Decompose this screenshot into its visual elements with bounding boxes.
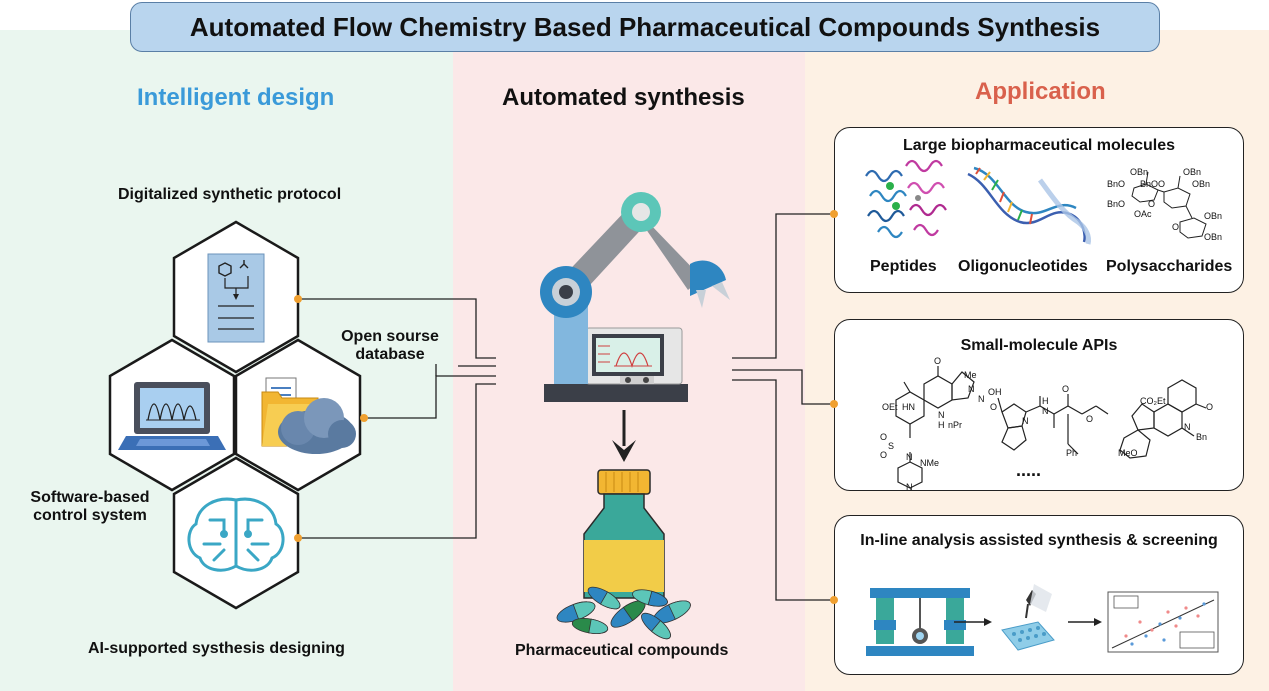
section-heading-design: Intelligent design [137, 84, 335, 111]
peptide-structure [865, 159, 947, 239]
api2-label: H [1042, 396, 1049, 406]
api3-label: O [1206, 402, 1214, 412]
pill-capsules [556, 586, 691, 640]
sugar-label: OBn [1204, 211, 1223, 221]
database-label-line1: Open sourse [341, 328, 439, 345]
small-molecule-3 [1119, 379, 1207, 459]
diagram-title-text: Automated Flow Chemistry Based Pharmaceu… [189, 11, 1101, 42]
sugar-label: BnO [1140, 179, 1159, 189]
software-label-line1: Software-based [30, 489, 150, 506]
document-icon [207, 253, 265, 343]
api2-label: OH [988, 387, 1002, 397]
bottle-icon [583, 469, 665, 599]
api2-label: N [1042, 406, 1049, 416]
small-molecule-2 [997, 394, 1109, 455]
connector-dots-left [294, 295, 368, 542]
brain-circuit-icon [187, 497, 285, 572]
api1-label: N [906, 482, 913, 492]
arrow-to-plot [1068, 618, 1102, 626]
section-heading-synthesis: Automated synthesis [502, 84, 745, 111]
api3-label: CO₂Et [1140, 396, 1166, 406]
api1-label: NMe [920, 458, 940, 468]
well-plate-icon [1001, 584, 1055, 651]
down-arrow [612, 410, 636, 462]
api2-label: O [1086, 414, 1094, 424]
small-molecules-title: Small-molecule APIs [960, 337, 1118, 354]
api1-label: nPr [948, 420, 963, 430]
scatter-plot-icon [1107, 591, 1219, 653]
product-label: Pharmaceutical compounds [515, 642, 729, 659]
api1-label: H [938, 420, 945, 430]
sugar-label: OBn [1183, 167, 1202, 177]
robot-arm [540, 192, 730, 402]
api3-label: MeO [1118, 448, 1138, 458]
folder-cloud-icon [261, 377, 356, 454]
application-connectors [732, 213, 834, 601]
protocol-label: Digitalized synthetic protocol [118, 186, 342, 203]
database-label: Open sourse database [335, 328, 445, 364]
design-connectors [298, 298, 496, 539]
polysaccharides-label: Polysaccharides [1106, 258, 1233, 275]
peptides-label: Peptides [870, 258, 937, 275]
api1-label: N [978, 394, 985, 404]
api2-label: Ph [1066, 448, 1078, 458]
api1-label: OEt [882, 402, 898, 412]
laptop-icon [118, 382, 226, 450]
ai-label: AI-supported systhesis designing [88, 640, 345, 657]
small-molecule-1 [895, 366, 975, 489]
large-molecules-title: Large biopharmaceutical molecules [902, 137, 1176, 154]
sugar-label: O [1148, 199, 1156, 209]
more-molecules-ellipsis: ..... [1016, 460, 1042, 480]
api1-label: O [880, 432, 888, 442]
sugar-label: BnO [1107, 199, 1126, 209]
api1-label: N [906, 452, 913, 462]
flow-reactor-icon [866, 588, 974, 656]
inline-analysis-title: In-line analysis assisted synthesis & sc… [860, 532, 1218, 549]
large-molecules-box: Large biopharmaceutical molecules Peptid… [834, 127, 1244, 293]
sugar-label: O [1158, 179, 1166, 189]
dna-structure [967, 166, 1091, 245]
sugar-label: BnO [1107, 179, 1126, 189]
api1-label: S [888, 441, 895, 451]
section-heading-application: Application [975, 78, 1106, 105]
small-molecules-box: Small-molecule APIs ..... [834, 319, 1244, 491]
polysaccharide-structure [1131, 171, 1207, 239]
arrow-to-plate [954, 618, 992, 626]
sugar-label: OBn [1204, 232, 1223, 242]
api1-label: Me [964, 370, 977, 380]
sugar-label: OBn [1130, 167, 1149, 177]
sugar-label: O [1172, 222, 1180, 232]
api1-label: N [938, 410, 945, 420]
software-label: Software-based control system [20, 489, 160, 525]
sugar-label: OBn [1192, 179, 1211, 189]
sugar-label: OAc [1134, 209, 1152, 219]
api1-label: HN [902, 402, 915, 412]
api2-label: O [1062, 384, 1070, 394]
api2-label: O [990, 402, 998, 412]
api3-label: N [1184, 422, 1191, 432]
api1-label: N [968, 384, 975, 394]
api2-label: N [1022, 416, 1029, 426]
connector-dots-right [830, 210, 838, 604]
api1-label: O [934, 356, 942, 366]
software-label-line2: control system [33, 507, 147, 524]
api1-label: O [880, 450, 888, 460]
diagram-title: Automated Flow Chemistry Based Pharmaceu… [130, 2, 1160, 52]
api3-label: Bn [1196, 432, 1208, 442]
oligonucleotides-label: Oligonucleotides [958, 258, 1088, 275]
database-label-line2: database [355, 346, 425, 363]
